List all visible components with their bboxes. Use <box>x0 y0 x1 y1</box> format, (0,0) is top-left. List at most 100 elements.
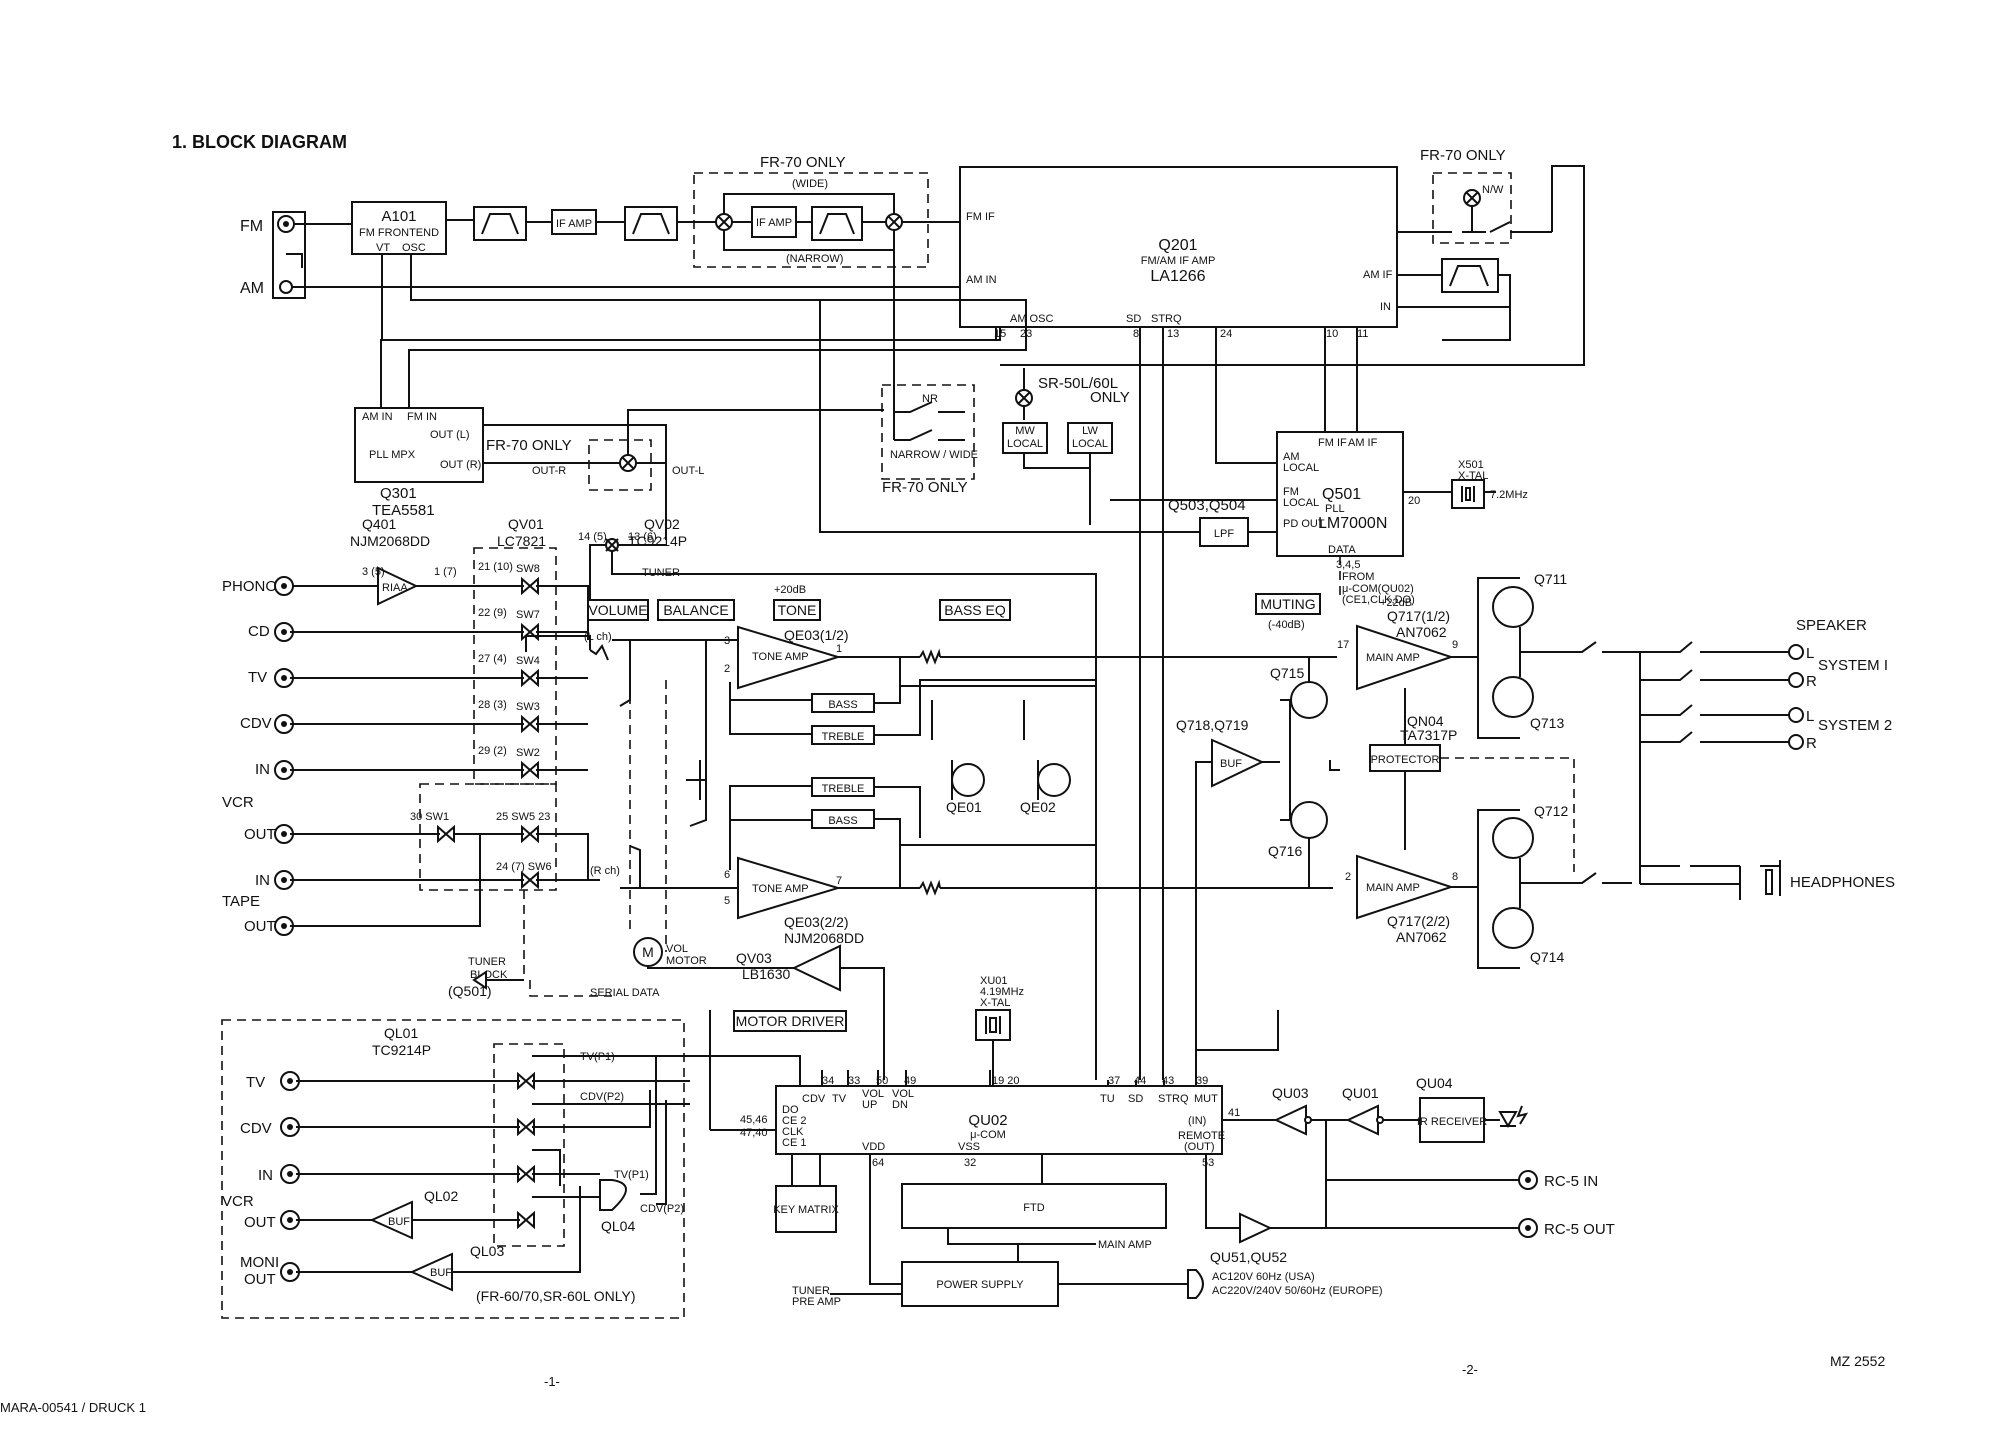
svg-text:MUT: MUT <box>1194 1093 1218 1105</box>
svg-text:CE 2: CE 2 <box>782 1115 806 1127</box>
svg-text:64: 64 <box>872 1157 884 1169</box>
svg-text:53: 53 <box>1202 1157 1214 1169</box>
ucom-section: QU02 μ-COM DO CE 2 CLK CE 1 CDV TV VOL U… <box>709 975 1383 1308</box>
svg-text:3,4,5: 3,4,5 <box>1336 559 1360 571</box>
svg-text:CE 1: CE 1 <box>782 1137 806 1149</box>
svg-text:OUT (L): OUT (L) <box>430 429 470 441</box>
transistor-qe01 <box>951 763 985 797</box>
svg-text:VOLUME: VOLUME <box>588 602 647 618</box>
switch-label: SW8 <box>516 563 540 575</box>
svg-text:OUT: OUT <box>244 1271 276 1288</box>
svg-text:QU02: QU02 <box>968 1112 1007 1129</box>
svg-text:OUT-R: OUT-R <box>532 465 566 477</box>
svg-text:L: L <box>1806 645 1814 662</box>
svg-text:IF AMP: IF AMP <box>756 217 792 229</box>
svg-text:(R ch): (R ch) <box>590 865 620 877</box>
svg-text:QU03: QU03 <box>1272 1085 1309 1101</box>
svg-text:X-TAL: X-TAL <box>980 997 1010 1009</box>
svg-text:10: 10 <box>1326 328 1338 340</box>
svg-text:FTD: FTD <box>1023 1202 1044 1214</box>
svg-text:X501: X501 <box>1458 459 1484 471</box>
analog-switch-sw7 <box>521 622 539 642</box>
svg-text:45,46: 45,46 <box>740 1114 768 1126</box>
svg-text:X-TAL: X-TAL <box>1458 470 1488 482</box>
svg-text:IN: IN <box>258 1167 273 1184</box>
am-ceramic-filter <box>1441 258 1499 293</box>
svg-text:FM IF: FM IF <box>1318 437 1347 449</box>
switch-label: SW7 <box>516 609 540 621</box>
svg-text:μ-COM(QU02): μ-COM(QU02) <box>1342 583 1414 595</box>
svg-text:LOCAL: LOCAL <box>1283 462 1319 474</box>
svg-text:AC220V/240V 50/60Hz (EUROPE): AC220V/240V 50/60Hz (EUROPE) <box>1212 1285 1383 1297</box>
svg-text:TUNER: TUNER <box>468 956 506 968</box>
input-jack <box>274 714 294 734</box>
svg-text:39: 39 <box>1196 1075 1208 1087</box>
svg-text:NR: NR <box>922 393 938 405</box>
video-input-jack <box>280 1210 300 1230</box>
svg-text:OUT-L: OUT-L <box>672 465 704 477</box>
svg-text:47,40: 47,40 <box>740 1127 768 1139</box>
svg-text:FR-70 ONLY: FR-70 ONLY <box>760 154 846 171</box>
svg-text:QU01: QU01 <box>1342 1085 1379 1101</box>
video-input-jack <box>280 1071 300 1091</box>
svg-text:Q301: Q301 <box>380 485 417 502</box>
svg-text:6: 6 <box>724 869 730 881</box>
svg-text:AC120V 60Hz (USA): AC120V 60Hz (USA) <box>1212 1271 1315 1283</box>
pll-mpx-section: AM IN FM IN OUT (L) PLL MPX OUT (R) Q301… <box>354 368 1130 540</box>
svg-text:PRE AMP: PRE AMP <box>792 1296 841 1308</box>
svg-text:Q718,Q719: Q718,Q719 <box>1176 717 1249 733</box>
fm-frontend-id: A101 <box>381 208 416 225</box>
video-input-jack <box>280 1262 300 1282</box>
video-input-jack <box>280 1117 300 1137</box>
svg-text:Q717(2/2): Q717(2/2) <box>1387 913 1450 929</box>
svg-text:MUTING: MUTING <box>1260 596 1315 612</box>
svg-text:NJM2068DD: NJM2068DD <box>350 533 430 549</box>
svg-text:17: 17 <box>1337 639 1349 651</box>
svg-text:RIAA: RIAA <box>382 582 408 594</box>
svg-text:VDD: VDD <box>862 1141 885 1153</box>
svg-text:RC-5 OUT: RC-5 OUT <box>1544 1221 1615 1238</box>
svg-text:(Q501): (Q501) <box>448 983 492 999</box>
svg-text:LW: LW <box>1082 425 1098 437</box>
svg-text:VSS: VSS <box>958 1141 980 1153</box>
svg-text:MAIN AMP: MAIN AMP <box>1098 1239 1152 1251</box>
svg-text:QE01: QE01 <box>946 799 982 815</box>
svg-text:FM IN: FM IN <box>407 411 437 423</box>
svg-text:25 SW5 23: 25 SW5 23 <box>496 811 550 823</box>
svg-text:24 (7) SW6: 24 (7) SW6 <box>496 861 552 873</box>
svg-text:7.2MHz: 7.2MHz <box>1490 489 1528 501</box>
tuner-section: FM AM A101 FM FRONTEND VT OSC IF AMP FR-… <box>240 147 1585 1080</box>
svg-text:NJM2068DD: NJM2068DD <box>784 930 864 946</box>
video-switch-1 <box>517 1071 535 1091</box>
svg-text:BASS EQ: BASS EQ <box>944 602 1006 618</box>
svg-text:N/W: N/W <box>1482 184 1504 196</box>
svg-text:FROM: FROM <box>1342 571 1374 583</box>
svg-text:Q503,Q504: Q503,Q504 <box>1168 497 1246 514</box>
svg-text:(-40dB): (-40dB) <box>1268 619 1305 631</box>
svg-text:Q717(1/2): Q717(1/2) <box>1387 608 1450 624</box>
svg-text:24: 24 <box>1220 328 1232 340</box>
svg-text:LA1266: LA1266 <box>1150 268 1205 285</box>
transistor-q716 <box>1290 801 1328 839</box>
svg-text:PD OUT: PD OUT <box>1283 518 1325 530</box>
svg-text:TV: TV <box>832 1093 847 1105</box>
svg-text:50: 50 <box>876 1075 888 1087</box>
svg-text:TAPE: TAPE <box>222 893 260 910</box>
svg-text:MAIN AMP: MAIN AMP <box>1366 652 1420 664</box>
fm-frontend-osc: OSC <box>402 242 426 254</box>
buf-qu03 <box>1273 1104 1307 1136</box>
svg-text:UP: UP <box>862 1099 877 1111</box>
svg-text:TREBLE: TREBLE <box>822 731 865 743</box>
svg-text:DO: DO <box>782 1104 799 1116</box>
ucom-qu02 <box>775 1085 1223 1155</box>
svg-text:Q716: Q716 <box>1268 843 1302 859</box>
svg-text:BUF: BUF <box>388 1216 410 1228</box>
svg-text:AN7062: AN7062 <box>1396 624 1447 640</box>
analog-switch-sw5 <box>521 824 539 844</box>
svg-text:DATA: DATA <box>1328 544 1356 556</box>
buf-ql03 <box>409 1252 453 1292</box>
ucom-crystal <box>975 1009 1011 1041</box>
switch-label: SW2 <box>516 747 540 759</box>
svg-text:REMOTE: REMOTE <box>1178 1130 1225 1142</box>
svg-text:QL04: QL04 <box>601 1218 635 1234</box>
